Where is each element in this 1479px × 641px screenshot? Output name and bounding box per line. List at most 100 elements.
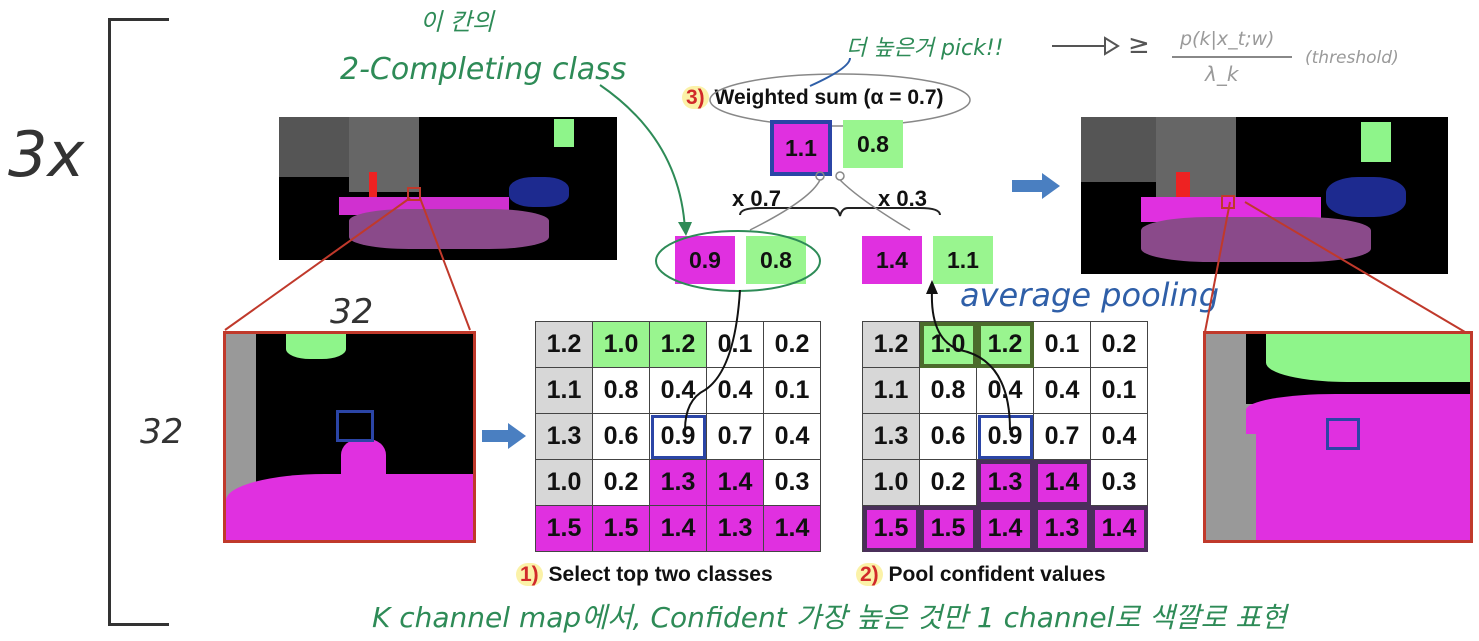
grid-row: 1.5 1.5 1.4 1.3 1.4 bbox=[535, 505, 821, 552]
grid-cell: 0.2 bbox=[592, 459, 650, 506]
grid-cell: 1.4 bbox=[976, 505, 1034, 552]
step3-number: 3) bbox=[682, 86, 709, 109]
grid-cell: 1.2 bbox=[535, 321, 593, 368]
formula-numerator: p(k|x_t;w) bbox=[1180, 28, 1275, 50]
multiplier-label: 3x bbox=[8, 118, 85, 191]
step2-text: Pool confident values bbox=[888, 563, 1106, 586]
annotation-arrow bbox=[599, 84, 692, 236]
weighted-result-green: 0.8 bbox=[843, 120, 903, 168]
average-pooling-note: average pooling bbox=[960, 276, 1220, 314]
select-curve bbox=[684, 289, 741, 431]
grid-cell: 0.1 bbox=[1033, 321, 1091, 368]
output-arrow bbox=[1012, 173, 1060, 199]
grid-cell: 1.0 bbox=[535, 459, 593, 506]
grid-cell: 0.2 bbox=[1090, 321, 1148, 368]
top-two-right-magenta: 1.4 bbox=[862, 236, 922, 284]
grid-cell: 0.4 bbox=[649, 367, 707, 414]
grid-cell: 0.2 bbox=[919, 459, 977, 506]
grid-cell: 0.3 bbox=[1090, 459, 1148, 506]
grid-row: 1.0 0.2 1.3 1.4 0.3 bbox=[535, 459, 821, 506]
multiplier-alpha: x 0.7 bbox=[732, 186, 781, 211]
zoom-connector-left bbox=[224, 197, 471, 331]
grid-cell: 0.4 bbox=[706, 367, 764, 414]
grid-cell: 1.1 bbox=[862, 367, 920, 414]
grid-cell: 0.7 bbox=[1033, 413, 1091, 460]
grid-cell: 1.2 bbox=[976, 321, 1034, 368]
formula-fraction-bar bbox=[1172, 56, 1292, 58]
step2-number: 2) bbox=[856, 563, 883, 586]
grid-cell: 0.4 bbox=[1090, 413, 1148, 460]
grid-cell-center: 0.9 bbox=[649, 413, 707, 460]
grid-cell: 1.3 bbox=[976, 459, 1034, 506]
grid-cell: 1.4 bbox=[649, 505, 707, 552]
grid-cell: 0.8 bbox=[592, 367, 650, 414]
top-two-right-green: 1.1 bbox=[933, 236, 993, 284]
zoom-input-patch bbox=[223, 331, 476, 543]
grid-cell: 1.2 bbox=[649, 321, 707, 368]
dimension-height: 32 bbox=[140, 412, 184, 452]
top-two-ellipse bbox=[655, 230, 821, 292]
grid-cell: 1.0 bbox=[919, 321, 977, 368]
formula-geq: ≥ bbox=[1128, 30, 1150, 60]
grid-cell: 1.3 bbox=[535, 413, 593, 460]
grid-row: 1.3 0.6 0.9 0.7 0.4 bbox=[862, 413, 1148, 460]
grid-row: 1.1 0.8 0.4 0.4 0.1 bbox=[535, 367, 821, 414]
weighted-sum-brace bbox=[739, 171, 941, 231]
weighted-result-magenta: 1.1 bbox=[770, 120, 832, 176]
bottom-note: K channel map에서, Confident 가장 높은 것만 1 ch… bbox=[372, 601, 1287, 634]
grid-cell: 1.0 bbox=[592, 321, 650, 368]
grid-cell: 1.2 bbox=[862, 321, 920, 368]
grid-cell: 1.3 bbox=[706, 505, 764, 552]
step3-label: 3) Weighted sum (α = 0.7) bbox=[682, 86, 944, 110]
grid-cell: 0.3 bbox=[763, 459, 821, 506]
grid-cell: 1.3 bbox=[649, 459, 707, 506]
input-arrow bbox=[482, 423, 526, 449]
grid-cell: 0.4 bbox=[1033, 367, 1091, 414]
score-grid-select: 1.2 1.0 1.2 0.1 0.2 1.1 0.8 0.4 0.4 0.1 … bbox=[535, 321, 821, 552]
step3-text: Weighted sum (α = 0.7) bbox=[714, 86, 944, 109]
pick-arrow bbox=[1052, 36, 1120, 56]
grid-cell: 1.4 bbox=[706, 459, 764, 506]
grid-row: 1.0 0.2 1.3 1.4 0.3 bbox=[862, 459, 1148, 506]
korean-note-line2: 2-Completing class bbox=[340, 52, 627, 87]
dimension-width: 32 bbox=[330, 292, 374, 332]
grid-cell: 1.4 bbox=[1090, 505, 1148, 552]
grid-cell: 1.0 bbox=[862, 459, 920, 506]
top-two-left-green: 0.8 bbox=[746, 236, 806, 284]
step1-label: 1) Select top two classes bbox=[516, 563, 773, 587]
grid-cell: 0.2 bbox=[763, 321, 821, 368]
grid-row: 1.5 1.5 1.4 1.3 1.4 bbox=[862, 505, 1148, 552]
score-grid-pool: 1.2 1.0 1.2 0.1 0.2 1.1 0.8 0.4 0.4 0.1 … bbox=[862, 321, 1148, 552]
grid-cell: 0.4 bbox=[763, 413, 821, 460]
grid-cell: 0.1 bbox=[763, 367, 821, 414]
formula-denominator: λ_k bbox=[1205, 62, 1239, 86]
step1-text: Select top two classes bbox=[548, 563, 773, 586]
grid-cell: 1.5 bbox=[535, 505, 593, 552]
pool-curve bbox=[926, 280, 1011, 431]
grid-cell: 0.7 bbox=[706, 413, 764, 460]
grid-row: 1.2 1.0 1.2 0.1 0.2 bbox=[862, 321, 1148, 368]
segmentation-input-image bbox=[279, 117, 617, 260]
grid-cell: 1.1 bbox=[535, 367, 593, 414]
grid-cell: 1.3 bbox=[1033, 505, 1091, 552]
grid-cell: 1.5 bbox=[919, 505, 977, 552]
top-two-left-magenta: 0.9 bbox=[675, 236, 735, 284]
pick-note: 더 높은거 pick!! bbox=[846, 36, 1004, 61]
weighted-sum-circle bbox=[709, 58, 971, 127]
grid-cell: 1.4 bbox=[763, 505, 821, 552]
zoom-output-patch bbox=[1203, 331, 1473, 543]
formula-threshold-note: (threshold) bbox=[1305, 48, 1399, 68]
grid-cell: 0.6 bbox=[592, 413, 650, 460]
step2-label: 2) Pool confident values bbox=[856, 563, 1106, 587]
grid-cell: 1.5 bbox=[862, 505, 920, 552]
grid-cell: 0.1 bbox=[1090, 367, 1148, 414]
grid-row: 1.2 1.0 1.2 0.1 0.2 bbox=[535, 321, 821, 368]
grid-cell: 1.4 bbox=[1033, 459, 1091, 506]
grid-row: 1.3 0.6 0.9 0.7 0.4 bbox=[535, 413, 821, 460]
grid-cell: 1.5 bbox=[592, 505, 650, 552]
step1-number: 1) bbox=[516, 563, 543, 586]
multiplier-one-minus-alpha: x 0.3 bbox=[878, 186, 927, 211]
grid-cell: 1.3 bbox=[862, 413, 920, 460]
zoom-connector-right bbox=[1204, 201, 1466, 333]
korean-note-line1: 이 칸의 bbox=[420, 8, 494, 36]
